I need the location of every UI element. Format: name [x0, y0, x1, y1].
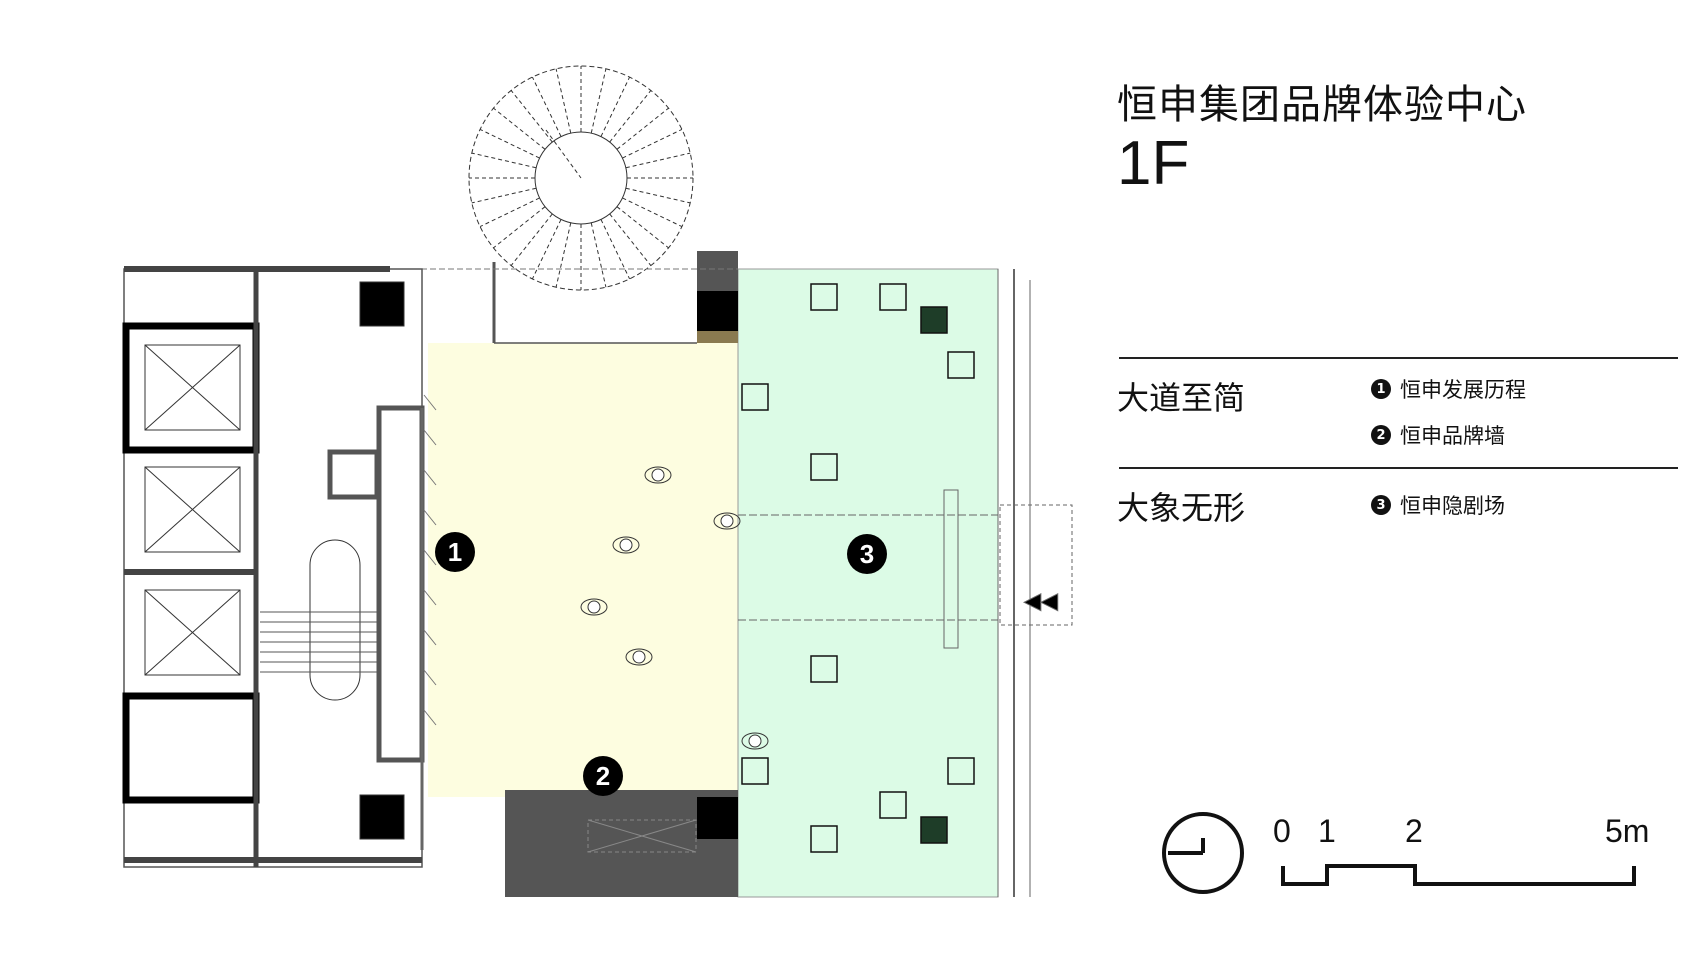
- divider: [1119, 467, 1678, 469]
- zone-brand-hall: [428, 343, 738, 797]
- person-icon: [644, 466, 672, 484]
- svg-text:1: 1: [448, 537, 462, 567]
- elevator: [144, 589, 241, 676]
- number-badge: 2: [1371, 425, 1391, 445]
- legend-label: 恒申隐剧场: [1400, 494, 1505, 518]
- scale-label: 0: [1273, 813, 1291, 849]
- svg-text:2: 2: [596, 761, 610, 791]
- spiral-stair: [468, 65, 694, 291]
- elevator: [144, 466, 241, 553]
- scale-label: 5m: [1605, 813, 1650, 849]
- service-core: [122, 266, 437, 868]
- scale-label: 1: [1318, 813, 1336, 849]
- person-icon: [713, 512, 741, 530]
- column: [810, 655, 838, 683]
- person-icon: [580, 598, 608, 616]
- legend-item: 3 恒申隐剧场: [1371, 490, 1505, 520]
- column: [741, 757, 769, 785]
- elevator: [144, 344, 241, 431]
- column: [879, 791, 907, 819]
- column: [810, 825, 838, 853]
- number-badge: 1: [1371, 379, 1391, 399]
- column: [741, 383, 769, 411]
- legend-item: 1 恒申发展历程: [1371, 374, 1526, 404]
- north-arrow-icon: [1162, 812, 1244, 894]
- section-title: 大象无形: [1117, 489, 1246, 527]
- section-title: 大道至简: [1117, 379, 1246, 417]
- zone-marker-2: 2: [583, 756, 623, 796]
- person-icon: [612, 536, 640, 554]
- person-icon: [741, 732, 769, 750]
- zone-marker-3: 3: [847, 534, 887, 574]
- zone-theater: [737, 268, 999, 898]
- scale-bar: [1281, 864, 1636, 886]
- scale-label: 2: [1405, 813, 1423, 849]
- column: [810, 453, 838, 481]
- legend-label: 恒申发展历程: [1400, 378, 1526, 402]
- divider: [1119, 357, 1678, 359]
- person-icon: [625, 648, 653, 666]
- column: [920, 816, 948, 844]
- column: [947, 757, 975, 785]
- column: [920, 306, 948, 334]
- floor-label: 1F: [1117, 129, 1190, 198]
- zone-marker-1: 1: [435, 532, 475, 572]
- column: [947, 351, 975, 379]
- svg-text:3: 3: [860, 539, 874, 569]
- glazed-facade: ◀◀: [738, 269, 1073, 897]
- entrance-arrow-icon: ◀◀: [1024, 589, 1058, 614]
- legend-item: 2 恒申品牌墙: [1371, 420, 1505, 450]
- column: [879, 283, 907, 311]
- legend-label: 恒申品牌墙: [1400, 424, 1505, 448]
- page-title: 恒申集团品牌体验中心: [1117, 82, 1527, 128]
- column: [810, 283, 838, 311]
- number-badge: 3: [1371, 495, 1391, 515]
